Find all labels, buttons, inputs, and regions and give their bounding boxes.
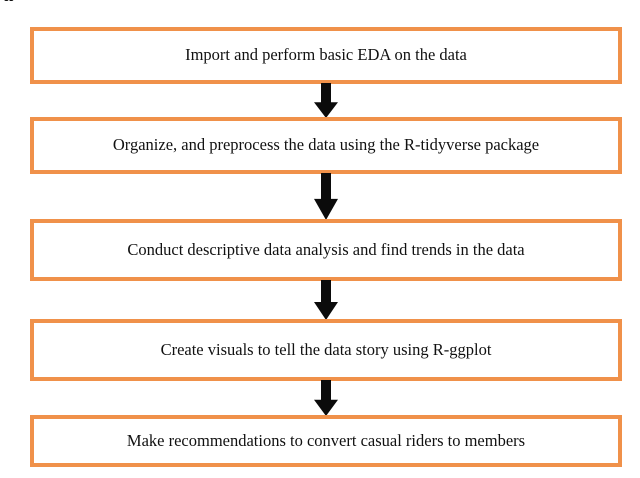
- flow-arrow-down-3: [313, 280, 339, 320]
- arrow-down-icon: [314, 280, 338, 320]
- arrow-down-icon: [314, 380, 338, 416]
- arrow-down-icon: [314, 173, 338, 220]
- flow-arrow-down-1: [313, 83, 339, 118]
- flow-node-label: Organize, and preprocess the data using …: [112, 135, 540, 155]
- flow-node-step-3[interactable]: Conduct descriptive data analysis and fi…: [30, 219, 622, 281]
- flow-node-label: Import and perform basic EDA on the data: [185, 45, 467, 65]
- flow-node-step-1[interactable]: Import and perform basic EDA on the data: [30, 27, 622, 84]
- flow-node-label: Conduct descriptive data analysis and fi…: [127, 239, 525, 259]
- flow-node-step-2[interactable]: Organize, and preprocess the data using …: [30, 117, 622, 174]
- arrow-down-icon: [314, 83, 338, 118]
- cropped-caption-fragment: n: [4, 0, 14, 7]
- flow-node-step-5[interactable]: Make recommendations to convert casual r…: [30, 415, 622, 467]
- flow-arrow-down-4: [313, 380, 339, 416]
- flow-arrow-down-2: [313, 173, 339, 220]
- flow-node-label: Create visuals to tell the data story us…: [160, 339, 492, 359]
- flow-node-label: Make recommendations to convert casual r…: [126, 430, 526, 450]
- flow-node-step-4[interactable]: Create visuals to tell the data story us…: [30, 319, 622, 381]
